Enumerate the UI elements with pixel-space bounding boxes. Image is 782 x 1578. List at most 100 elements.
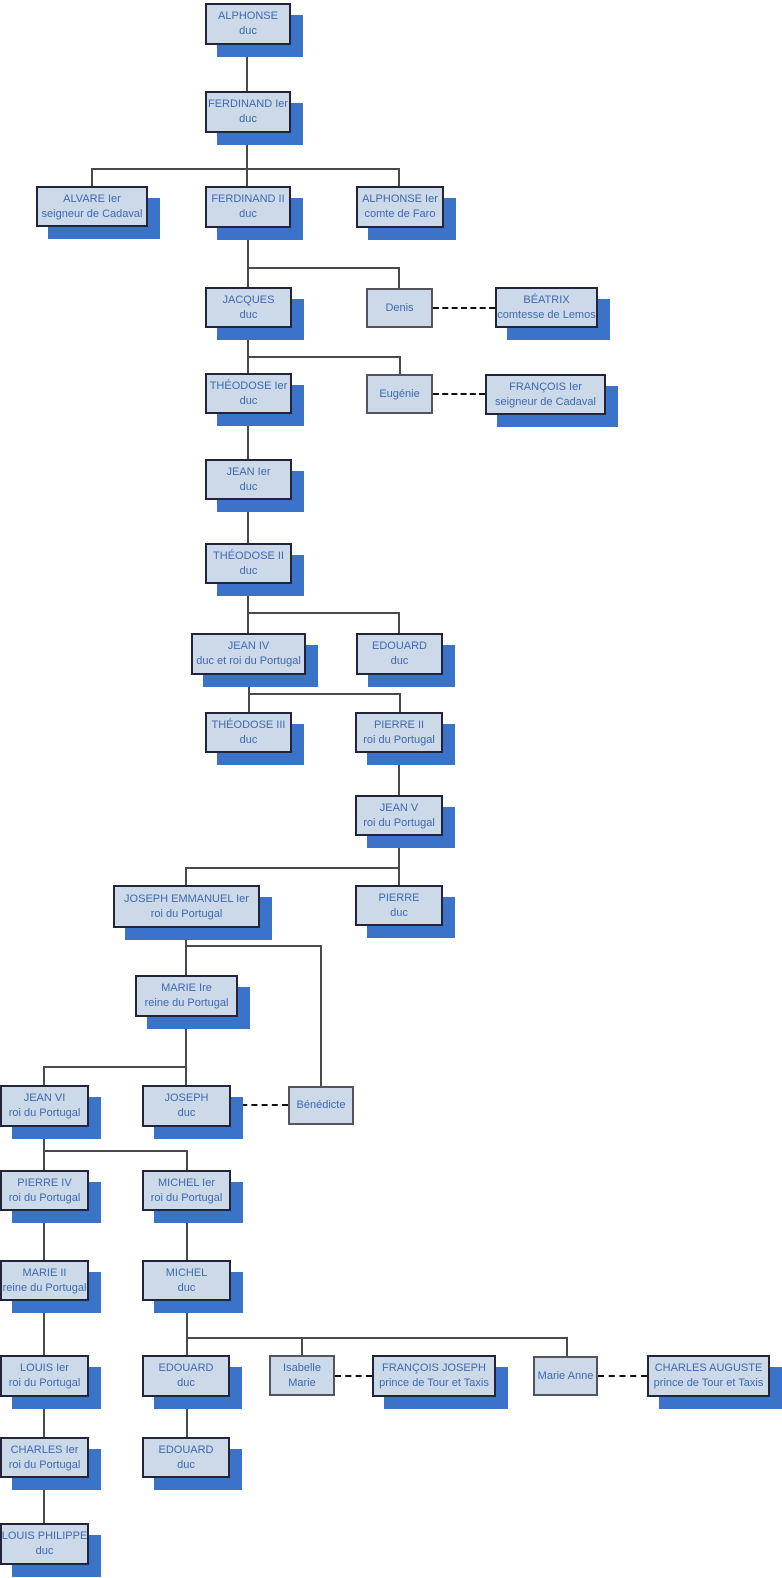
person-name: Denis — [385, 301, 414, 314]
person-name: JEAN VI — [23, 1092, 66, 1104]
marriage-dashed-line — [433, 393, 485, 395]
tree-node-marie-1[interactable]: MARIE Ire reine du Portugal — [135, 975, 238, 1017]
connector-line — [43, 1397, 45, 1437]
connector-line — [185, 945, 322, 947]
connector-line — [43, 1066, 187, 1068]
connector-line — [247, 500, 249, 543]
connector-line — [91, 168, 400, 170]
person-title: reine du Portugal — [2, 1281, 87, 1294]
person-title: reine du Portugal — [144, 997, 229, 1009]
tree-node-denis[interactable]: Denis — [366, 288, 433, 328]
person-title: duc — [177, 1377, 195, 1389]
connector-line — [398, 268, 400, 288]
connector-line — [399, 694, 401, 712]
connector-line — [247, 584, 249, 633]
connector-line — [247, 612, 400, 614]
connector-line — [301, 1338, 303, 1355]
connector-line — [43, 1211, 45, 1260]
connector-line — [186, 1151, 188, 1170]
person-title: Marie — [288, 1376, 316, 1389]
connector-line — [185, 1017, 187, 1085]
person-title: seigneur de Cadaval — [41, 207, 143, 220]
person-title: duc — [177, 1458, 195, 1471]
marriage-dashed-line — [433, 307, 495, 309]
person-title: duc — [177, 1281, 196, 1294]
connector-line — [566, 1338, 568, 1356]
tree-node-louis-1[interactable]: LOUIS Ier roi du Portugal — [0, 1355, 89, 1397]
person-name: CHARLES AUGUSTE — [654, 1362, 763, 1374]
tree-node-theodose-1[interactable]: THÉODOSE Ier duc — [205, 373, 292, 414]
person-name: THÉODOSE II — [213, 549, 284, 562]
person-title: duc — [239, 394, 258, 407]
marriage-dashed-line — [231, 1104, 288, 1106]
connector-line — [186, 1397, 188, 1437]
person-name: MARIE Ire — [161, 982, 212, 994]
person-name: Isabelle — [283, 1361, 321, 1374]
person-title: duc — [239, 480, 258, 493]
person-title: comte de Faro — [364, 208, 436, 220]
tree-node-marie-anne[interactable]: Marie Anne — [533, 1356, 598, 1396]
person-name: THÉODOSE Ier — [209, 379, 288, 392]
marriage-dashed-line — [598, 1375, 647, 1377]
person-title: roi du Portugal — [8, 1377, 81, 1389]
connector-line — [247, 267, 400, 269]
tree-node-alphonse-faro[interactable]: ALPHONSE Ier comte de Faro — [356, 186, 444, 228]
tree-node-benedicte[interactable]: Bénédicte — [288, 1086, 354, 1125]
person-title: duc — [239, 308, 258, 321]
connector-line — [398, 169, 400, 186]
connector-line — [91, 169, 93, 186]
connector-line — [246, 45, 248, 91]
person-title: duc — [177, 1107, 196, 1119]
tree-node-jean-6[interactable]: JEAN VI roi du Portugal — [0, 1085, 89, 1127]
connector-line — [247, 228, 249, 287]
person-title: duc — [239, 208, 257, 220]
connector-line — [398, 836, 400, 885]
person-name: ALPHONSE — [218, 10, 278, 22]
person-name: FERDINAND Ier — [207, 98, 289, 110]
person-title: roi du Portugal — [8, 1107, 81, 1119]
person-name: PIERRE II — [373, 718, 425, 731]
person-name: MICHEL Ier — [157, 1176, 216, 1189]
connector-line — [398, 613, 400, 633]
person-title: duc — [35, 1545, 54, 1557]
connector-line — [186, 1301, 188, 1355]
tree-node-eugenie[interactable]: Eugénie — [366, 374, 433, 414]
person-title: duc — [390, 906, 408, 919]
person-name: Eugénie — [379, 387, 420, 400]
person-name: LOUIS Ier — [20, 1362, 69, 1374]
connector-line — [247, 328, 249, 373]
connector-line — [43, 1150, 188, 1152]
person-title: duc — [239, 733, 258, 746]
person-name: JEAN V — [379, 801, 419, 814]
connector-line — [185, 868, 187, 885]
person-name: ALPHONSE Ier — [362, 193, 438, 205]
